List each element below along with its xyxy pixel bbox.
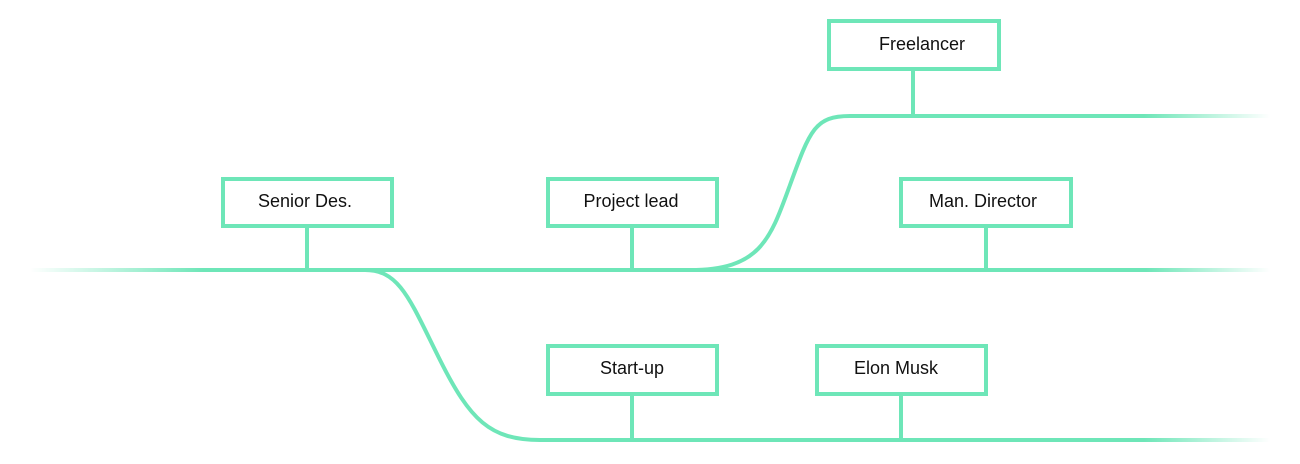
node-label: Project lead bbox=[583, 191, 678, 211]
node-senior-des: Senior Des. bbox=[221, 177, 394, 228]
lower-branch-track bbox=[363, 268, 1272, 442]
upper-branch-track bbox=[688, 114, 1272, 272]
node-label: Freelancer bbox=[879, 34, 965, 54]
node-project-lead: Project lead bbox=[546, 177, 719, 228]
node-label: Man. Director bbox=[929, 191, 1037, 211]
node-label: Senior Des. bbox=[258, 191, 352, 211]
node-freelancer: Freelancer bbox=[827, 19, 1001, 71]
node-label: Elon Musk bbox=[854, 358, 939, 378]
node-start-up: Start-up bbox=[546, 344, 719, 396]
node-man-director: Man. Director bbox=[899, 177, 1073, 228]
node-elon-musk: Elon Musk bbox=[815, 344, 988, 396]
node-label: Start-up bbox=[600, 358, 664, 378]
